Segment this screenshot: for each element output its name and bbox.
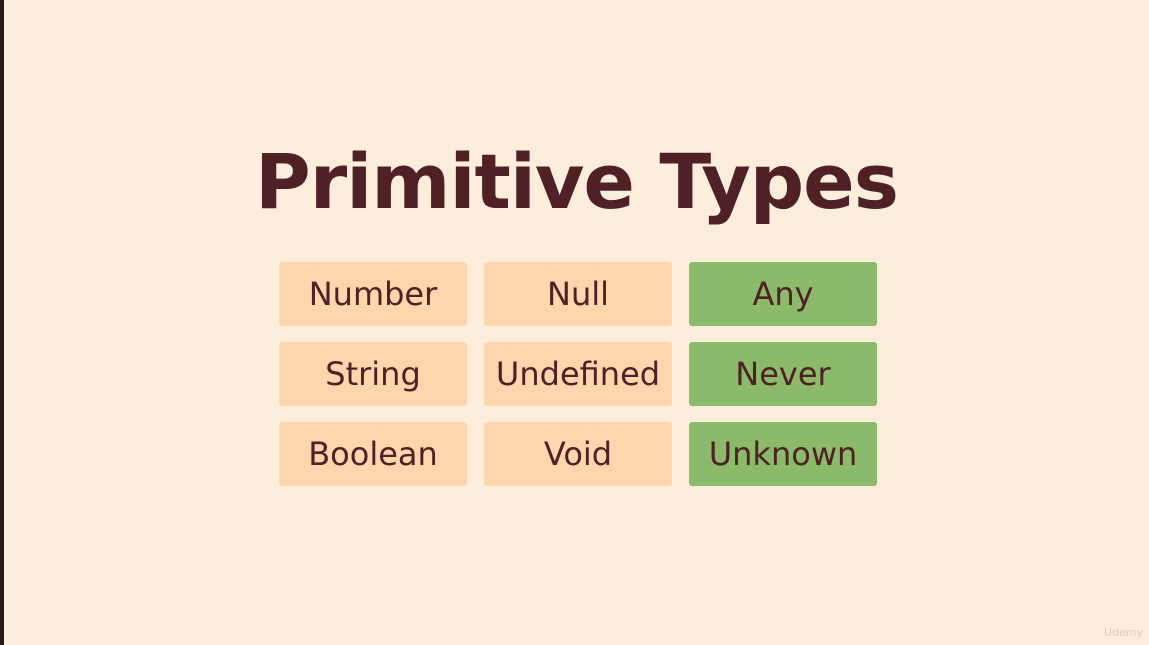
type-card-any: Any bbox=[689, 262, 877, 326]
type-card-number: Number bbox=[279, 262, 467, 326]
type-card-undefined: Undefined bbox=[484, 342, 672, 406]
type-card-never: Never bbox=[689, 342, 877, 406]
udemy-watermark: Udemy bbox=[1103, 626, 1143, 639]
slide-title: Primitive Types bbox=[255, 137, 899, 226]
type-card-string: String bbox=[279, 342, 467, 406]
slide: Primitive Types Number String Boolean Nu… bbox=[4, 0, 1149, 645]
type-card-void: Void bbox=[484, 422, 672, 486]
type-card-null: Null bbox=[484, 262, 672, 326]
type-card-boolean: Boolean bbox=[279, 422, 467, 486]
type-card-unknown: Unknown bbox=[689, 422, 877, 486]
